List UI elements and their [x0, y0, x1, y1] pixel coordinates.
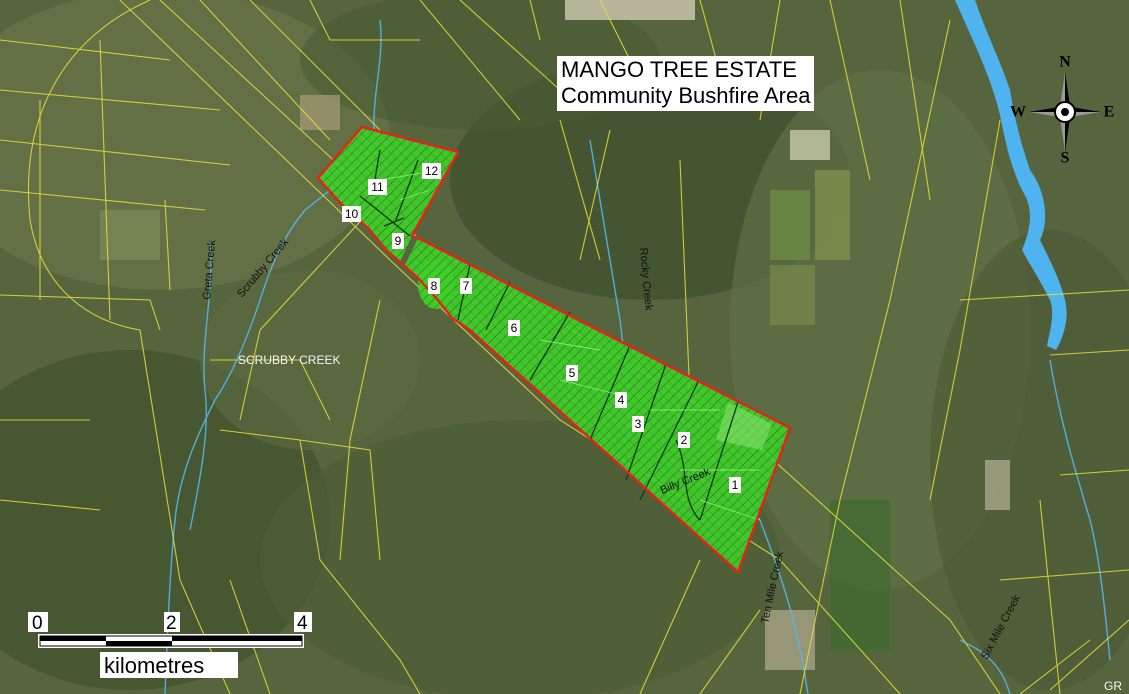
svg-text:11: 11	[371, 180, 384, 194]
lot-label-12: 12	[422, 163, 441, 179]
scale-tick-2: 2	[166, 613, 177, 634]
lot-label-9: 9	[392, 233, 404, 249]
svg-text:1: 1	[732, 478, 739, 492]
lot-label-2: 2	[678, 432, 690, 448]
svg-text:4: 4	[618, 393, 625, 407]
lot-label-1: 1	[729, 477, 741, 493]
compass-e: E	[1104, 104, 1115, 121]
svg-text:2: 2	[681, 433, 688, 447]
svg-text:8: 8	[431, 279, 438, 293]
map-title-line1: MANGO TREE ESTATE	[561, 57, 797, 82]
lot-label-3: 3	[632, 416, 644, 432]
lot-labels: 1 2 3 4 5 6 7 8 9 10 11 12	[342, 163, 741, 493]
lot-label-5: 5	[566, 365, 578, 381]
scale-unit: kilometres	[104, 653, 204, 678]
svg-text:10: 10	[345, 207, 359, 221]
map-title-line2: Community Bushfire Area	[561, 83, 811, 108]
scale-bar: 0 2 4 kilometres	[28, 612, 312, 678]
lot-subdivisions	[379, 169, 761, 521]
rocky-creek-label: Rocky Creek	[637, 247, 654, 311]
compass-n: N	[1059, 54, 1071, 71]
lot-label-11: 11	[368, 179, 387, 195]
lot-label-7: 7	[460, 278, 472, 294]
compass-w: W	[1010, 104, 1026, 121]
greta-creek-label: Greta Creek	[201, 239, 218, 300]
scrubby-creek-place-label: SCRUBBY CREEK	[238, 353, 340, 367]
svg-text:5: 5	[569, 366, 576, 380]
estate-boundary	[316, 125, 792, 575]
community-bushfire-area	[318, 127, 790, 572]
svg-text:9: 9	[395, 234, 402, 248]
scale-tick-0: 0	[32, 613, 43, 634]
svg-text:12: 12	[425, 164, 439, 178]
svg-text:6: 6	[511, 321, 518, 335]
svg-text:7: 7	[463, 279, 470, 293]
lot-label-4: 4	[615, 392, 627, 408]
corner-place-label: GR	[1104, 679, 1122, 693]
lot-label-10: 10	[342, 206, 361, 222]
compass-s: S	[1061, 150, 1070, 167]
svg-text:3: 3	[635, 417, 642, 431]
river	[955, 0, 1067, 350]
map-title: MANGO TREE ESTATE Community Bushfire Are…	[557, 56, 815, 111]
lot-label-6: 6	[508, 320, 520, 336]
scale-tick-4: 4	[297, 613, 308, 634]
compass-rose: N S E W	[1010, 54, 1114, 167]
lot-label-8: 8	[428, 278, 440, 294]
